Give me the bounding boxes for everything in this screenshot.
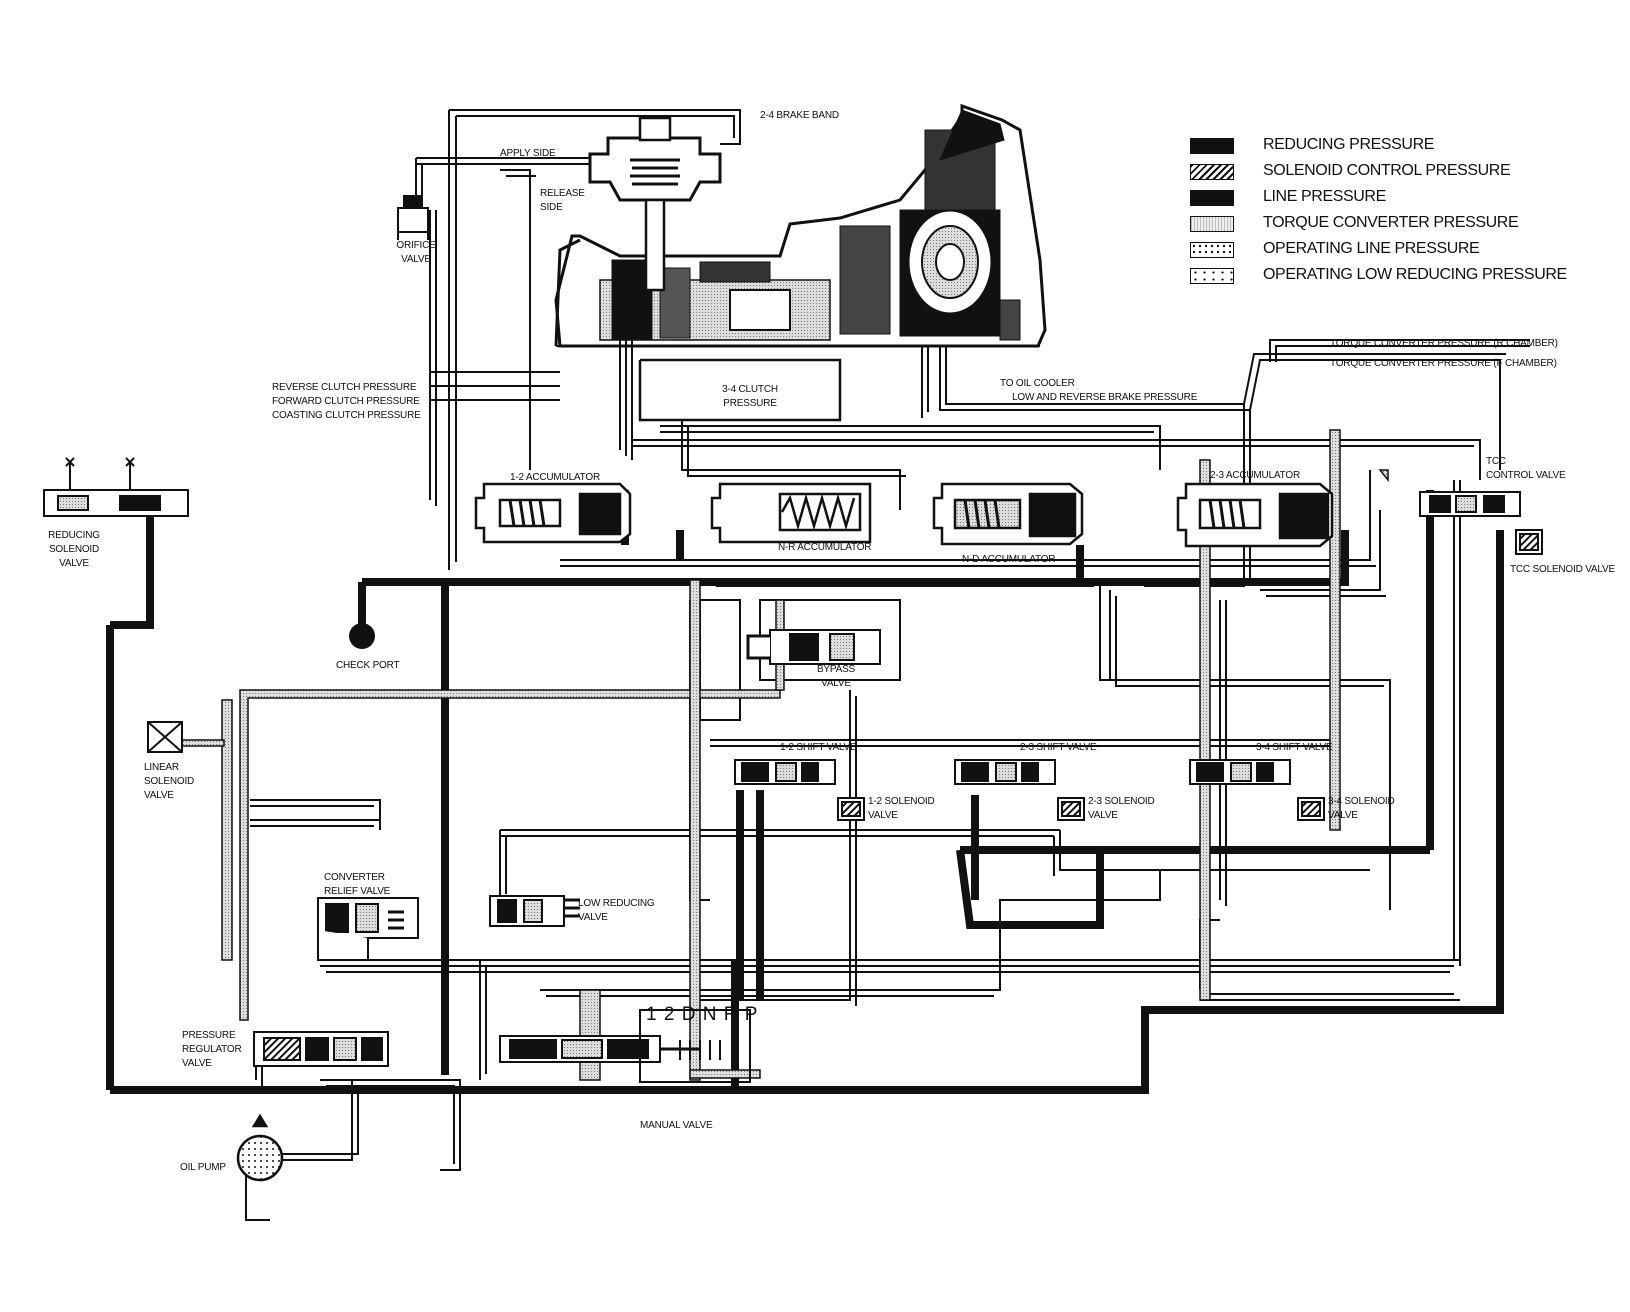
- orifice-valve-label-1: ORIFICE: [396, 240, 436, 251]
- legend-label: OPERATING LINE PRESSURE: [1263, 240, 1480, 257]
- tcc-control-label-2: CONTROL VALVE: [1486, 470, 1566, 481]
- reducing-solenoid-label-1: REDUCING: [48, 530, 100, 541]
- reducing-solenoid-valve: [43, 457, 189, 517]
- legend-item: SOLENOID CONTROL PRESSURE: [1190, 160, 1590, 186]
- line-pressure-passages: [106, 490, 1504, 1094]
- pressure-regulator-label-1: PRESSURE: [182, 1030, 236, 1041]
- converter-relief-valve: [317, 897, 419, 961]
- accumulator-23: [1176, 482, 1334, 548]
- reducing-solenoid-label-2: SOLENOID: [48, 544, 100, 555]
- converter-relief-label-2: RELIEF VALVE: [324, 886, 391, 897]
- low-reducing-label-1: LOW REDUCING: [578, 898, 655, 909]
- pressure-regulator-label-3: VALVE: [182, 1058, 212, 1069]
- legend-item: REDUCING PRESSURE: [1190, 134, 1590, 160]
- converter-relief-label-1: CONVERTER: [324, 872, 385, 883]
- legend-item: LINE PRESSURE: [1190, 186, 1590, 212]
- pressure-regulator-valve: [253, 1031, 389, 1067]
- legend-swatch: [1190, 190, 1234, 206]
- legend-label: TORQUE CONVERTER PRESSURE: [1263, 214, 1519, 231]
- legend-item: TORQUE CONVERTER PRESSURE: [1190, 212, 1590, 238]
- oil-pump-label: OIL PUMP: [180, 1162, 226, 1173]
- release-side-label-2: SIDE: [540, 202, 563, 213]
- orifice-valve: [397, 195, 429, 240]
- apply-side-label: APPLY SIDE: [500, 148, 556, 159]
- acc-nd-label: N-D ACCUMULATOR: [962, 554, 1056, 565]
- clutch-34-label-1: 3-4 CLUTCH: [722, 384, 778, 395]
- shift-valve-34-label: 3-4 SHIFT VALVE: [1256, 742, 1333, 753]
- brake-band-label: 2-4 BRAKE BAND: [760, 110, 839, 121]
- linear-solenoid-valve: [147, 721, 183, 753]
- shift-valve-12: [734, 759, 836, 785]
- orifice-valve-label-2: VALVE: [401, 254, 431, 265]
- legend-label: LINE PRESSURE: [1263, 188, 1386, 205]
- bypass-valve-label-1: BYPASS: [816, 664, 856, 675]
- shift-valve-34: [1189, 759, 1291, 785]
- accumulator-nr: [710, 482, 872, 544]
- solenoid-23-label-2: VALVE: [1088, 810, 1118, 821]
- gear-positions-label: 1 2 D N R P: [646, 1004, 759, 1025]
- coasting-clutch-label: COASTING CLUTCH PRESSURE: [272, 410, 421, 421]
- low-reducing-valve: [489, 895, 580, 927]
- accumulator-12: [474, 482, 632, 544]
- tcc-control-valve: [1419, 491, 1521, 517]
- solenoid-12-label-2: VALVE: [868, 810, 898, 821]
- legend-label: REDUCING PRESSURE: [1263, 136, 1435, 153]
- legend-swatch: [1190, 138, 1234, 154]
- legend-item: OPERATING LOW REDUCING PRESSURE: [1190, 264, 1590, 290]
- manual-valve: [499, 1009, 751, 1083]
- pressure-regulator-label-2: REGULATOR: [182, 1044, 242, 1055]
- tcc-control-label-1: TCC: [1486, 456, 1506, 467]
- linear-solenoid-label-2: SOLENOID: [144, 776, 195, 787]
- check-port-plug: [349, 623, 375, 649]
- low-reducing-label-2: VALVE: [578, 912, 608, 923]
- bypass-valve-label-2: VALVE: [821, 678, 851, 689]
- release-side-label-1: RELEASE: [540, 188, 585, 199]
- manual-valve-label: MANUAL VALVE: [640, 1120, 713, 1131]
- shift-valve-23-label: 2-3 SHIFT VALVE: [1020, 742, 1097, 753]
- shift-valve-23: [954, 759, 1056, 785]
- clutch-34-label-2: PRESSURE: [723, 398, 777, 409]
- acc-12-label: 1-2 ACCUMULATOR: [510, 472, 600, 483]
- shift-valve-12-label: 1-2 SHIFT VALVE: [780, 742, 857, 753]
- brake-band-servo: [588, 116, 722, 292]
- legend-swatch: [1190, 164, 1234, 180]
- oil-pump: [236, 1113, 284, 1182]
- check-port-label: CHECK PORT: [336, 660, 400, 671]
- fluid-passages: [245, 109, 1530, 1221]
- oil-cooler-label: TO OIL COOLER: [1000, 378, 1075, 389]
- legend-item: OPERATING LINE PRESSURE: [1190, 238, 1590, 264]
- transmission-housing: [554, 103, 1047, 348]
- forward-clutch-label: FORWARD CLUTCH PRESSURE: [272, 396, 420, 407]
- legend-label: OPERATING LOW REDUCING PRESSURE: [1263, 266, 1567, 283]
- tc-r-chamber-label: TORQUE CONVERTER PRESSURE (R CHAMBER): [1330, 338, 1558, 349]
- linear-solenoid-label-1: LINEAR: [144, 762, 179, 773]
- legend: REDUCING PRESSURE SOLENOID CONTROL PRESS…: [1190, 134, 1590, 290]
- accumulator-nd: [932, 482, 1084, 546]
- legend-swatch: [1190, 242, 1234, 258]
- reducing-solenoid-label-3: VALVE: [59, 558, 89, 569]
- reverse-clutch-label: REVERSE CLUTCH PRESSURE: [272, 382, 417, 393]
- solenoid-34-label-1: 3-4 SOLENOID: [1328, 796, 1395, 807]
- bypass-valve: [746, 629, 881, 665]
- acc-23-label: 2-3 ACCUMULATOR: [1210, 470, 1300, 481]
- legend-label: SOLENOID CONTROL PRESSURE: [1263, 162, 1511, 179]
- tc-f-chamber-label: TORQUE CONVERTER PRESSURE (F CHAMBER): [1330, 358, 1557, 369]
- solenoid-12-label-1: 1-2 SOLENOID: [868, 796, 935, 807]
- linear-solenoid-label-3: VALVE: [144, 790, 174, 801]
- legend-swatch: [1190, 268, 1234, 284]
- legend-swatch: [1190, 216, 1234, 232]
- low-reverse-brake-label: LOW AND REVERSE BRAKE PRESSURE: [1012, 392, 1198, 403]
- solenoid-34-label-2: VALVE: [1328, 810, 1358, 821]
- tcc-solenoid-label: TCC SOLENOID VALVE: [1510, 564, 1615, 575]
- solenoid-valves: [837, 529, 1543, 821]
- solenoid-23-label-1: 2-3 SOLENOID: [1088, 796, 1155, 807]
- acc-nr-label: N-R ACCUMULATOR: [778, 542, 872, 553]
